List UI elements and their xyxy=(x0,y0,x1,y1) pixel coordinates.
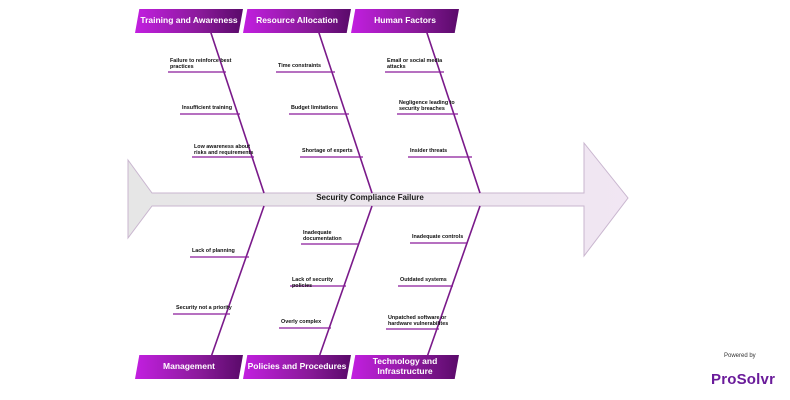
cause-training-1: Failure to reinforce best practices xyxy=(170,58,232,71)
bone-training xyxy=(209,29,265,194)
category-resources: Resource Allocation xyxy=(243,9,351,33)
cause-training-2: Insufficient training xyxy=(182,105,233,111)
cause-technology-1: Inadequate controls xyxy=(412,234,464,240)
cause-management-1: Lack of planning xyxy=(192,248,235,254)
cause-policies-3: Overly complex xyxy=(281,319,322,325)
cause-management-2: Security not a priority xyxy=(176,305,232,311)
cause-resources-2: Budget limitations xyxy=(291,105,339,111)
bone-resources xyxy=(317,29,373,194)
category-human: Human Factors xyxy=(351,9,459,33)
cause-policies-2: Lack of security policies xyxy=(292,277,334,290)
powered-by-label: Powered by xyxy=(724,353,756,359)
cause-training-3: Low awareness about risks and requiremen… xyxy=(194,144,254,157)
spine-arrow xyxy=(127,141,629,258)
bone-technology xyxy=(425,205,481,361)
bone-policies xyxy=(317,205,373,361)
cause-human-3: Insider threats xyxy=(410,148,448,154)
cause-technology-2: Outdated systems xyxy=(400,277,447,283)
cause-human-2: Negligence leading to security breaches xyxy=(399,100,455,113)
cause-technology-3: Unpatched software or hardware vulnerabi… xyxy=(388,315,449,328)
category-management: Management xyxy=(135,355,243,379)
bone-human xyxy=(425,29,481,194)
category-policies: Policies and Procedures xyxy=(243,355,351,379)
cause-resources-1: Time constraints xyxy=(278,63,322,69)
cause-human-1: Email or social media attacks xyxy=(387,58,443,71)
bone-management xyxy=(209,205,265,361)
problem-statement: Security Compliance Failure xyxy=(316,193,424,202)
cause-resources-3: Shortage of experts xyxy=(302,148,353,154)
cause-policies-1: Inadequate documentation xyxy=(303,230,342,243)
brand-logo: ProSolvr xyxy=(711,371,776,388)
category-technology: Technology and Infrastructure xyxy=(351,355,459,379)
category-training: Training and Awareness xyxy=(135,9,243,33)
